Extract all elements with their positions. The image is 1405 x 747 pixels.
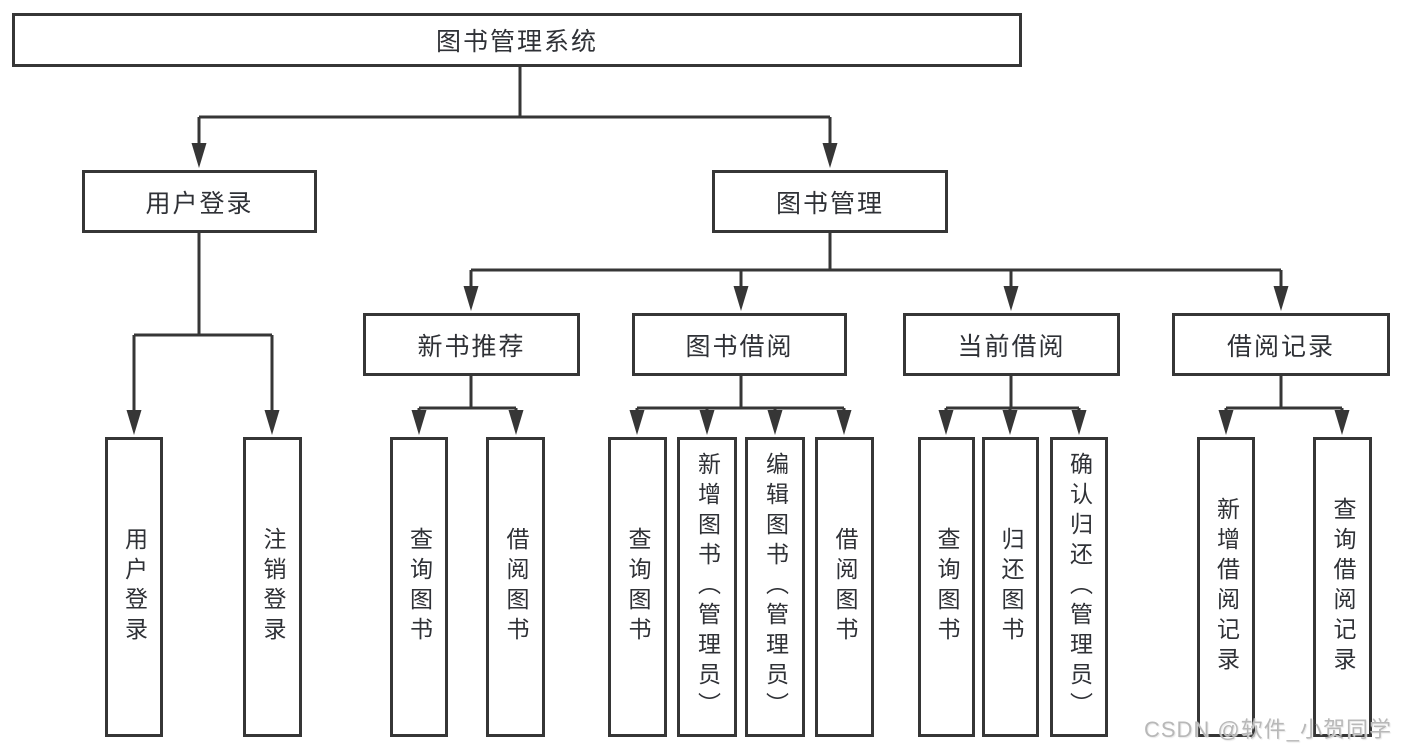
leaf-logout: 注销登录 <box>243 437 302 737</box>
leaf-confirm-return-admin: 确认归还（管理员） <box>1050 437 1108 737</box>
node-label: 编辑图书（管理员） <box>762 452 789 722</box>
node-label: 注销登录 <box>260 527 286 647</box>
leaf-user-login: 用户登录 <box>105 437 163 737</box>
node-new-book-recommendation: 新书推荐 <box>363 313 580 376</box>
leaf-add-book-admin: 新增图书（管理员） <box>677 437 737 737</box>
node-label: 查询图书 <box>625 527 651 647</box>
node-user-login: 用户登录 <box>82 170 317 233</box>
leaf-query-books-recommend: 查询图书 <box>390 437 448 737</box>
node-book-borrowing: 图书借阅 <box>632 313 847 376</box>
node-label: 当前借阅 <box>957 332 1066 361</box>
leaf-borrow-books-recommend: 借阅图书 <box>486 437 545 737</box>
leaf-borrow-books-borrowing: 借阅图书 <box>815 437 874 737</box>
leaf-edit-book-admin: 编辑图书（管理员） <box>745 437 805 737</box>
node-label: 图书借阅 <box>685 332 794 361</box>
node-label: 借阅图书 <box>832 527 858 647</box>
node-label: 确认归还（管理员） <box>1066 452 1093 722</box>
node-label: 新书推荐 <box>417 332 526 361</box>
node-borrowing-records: 借阅记录 <box>1172 313 1390 376</box>
node-label: 图书管理 <box>775 189 884 218</box>
watermark: CSDN @软件_小贺同学 <box>1143 717 1392 742</box>
node-library-management-system: 图书管理系统 <box>12 13 1022 67</box>
node-label: 查询借阅记录 <box>1330 497 1356 677</box>
node-label: 查询图书 <box>406 527 433 647</box>
leaf-query-books-borrowing: 查询图书 <box>608 437 667 737</box>
node-label: 借阅图书 <box>503 527 529 647</box>
node-label: 用户登录 <box>121 527 148 647</box>
node-current-borrowing: 当前借阅 <box>903 313 1120 376</box>
node-label: 新增图书（管理员） <box>694 452 721 722</box>
node-label: 图书管理系统 <box>435 28 598 56</box>
leaf-query-books-current: 查询图书 <box>918 437 975 737</box>
leaf-query-borrow-record: 查询借阅记录 <box>1313 437 1372 737</box>
node-label: 查询图书 <box>934 527 960 647</box>
node-label: 新增借阅记录 <box>1213 497 1240 677</box>
leaf-add-borrow-record: 新增借阅记录 <box>1197 437 1255 737</box>
node-label: 归还图书 <box>998 527 1024 647</box>
node-book-management: 图书管理 <box>712 170 948 233</box>
leaf-return-books: 归还图书 <box>982 437 1039 737</box>
node-label: 用户登录 <box>145 189 254 218</box>
node-label: 借阅记录 <box>1226 332 1335 361</box>
